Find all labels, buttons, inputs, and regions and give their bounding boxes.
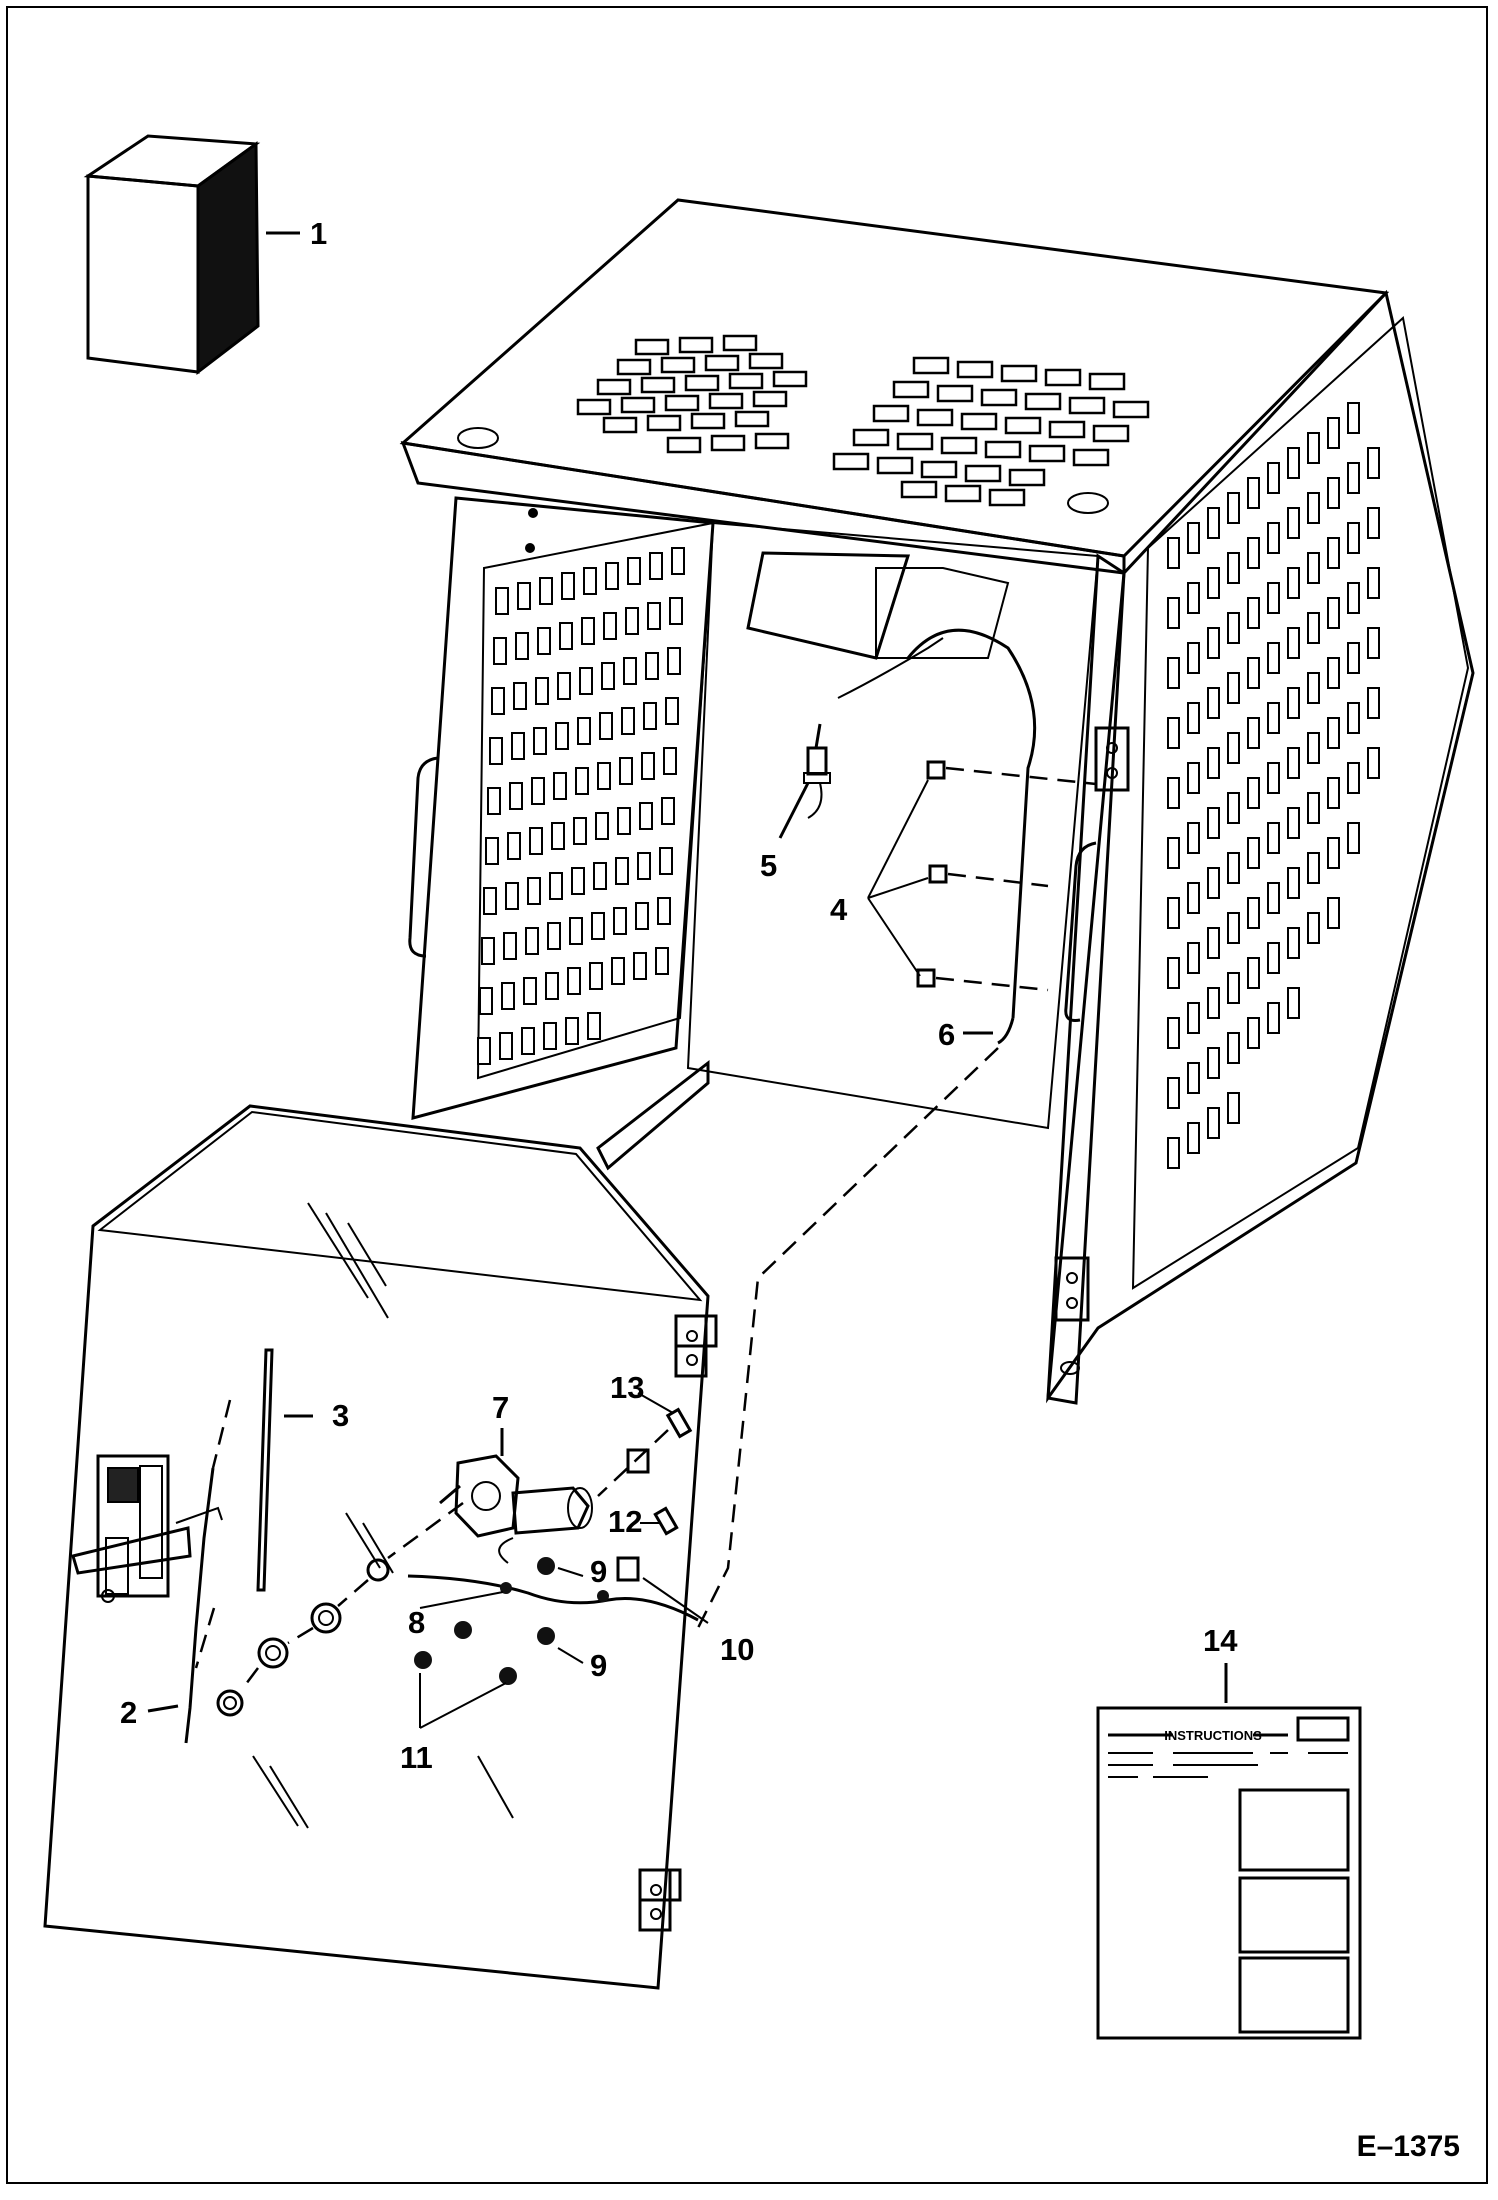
wiper-motor-part — [439, 1454, 593, 1538]
instruction-sheet-part: INSTRUCTIONS — [1096, 1706, 1362, 2040]
cab-part — [399, 198, 1475, 1405]
callout-13: 13 — [610, 1370, 644, 1405]
callout-11: 11 — [400, 1740, 433, 1775]
callout-9-upper: 9 — [590, 1554, 607, 1589]
callout-3: 3 — [332, 1398, 349, 1433]
instruction-sheet-heading: INSTRUCTIONS — [1164, 1728, 1262, 1743]
wiper-blade-part — [256, 1348, 274, 1592]
door-part — [43, 1104, 718, 1990]
callout-7: 7 — [492, 1390, 509, 1425]
bolt-13-part — [626, 1407, 693, 1474]
harness-and-nuts — [407, 1537, 699, 1685]
kit-box-part — [83, 134, 261, 376]
callout-9-lower: 9 — [590, 1648, 607, 1683]
clips-part — [916, 760, 948, 988]
wiper-arm-part — [175, 1467, 223, 1744]
callout-10: 10 — [720, 1632, 754, 1667]
shaft-hardware — [216, 1558, 390, 1717]
callout-12: 12 — [608, 1504, 642, 1539]
callout-6: 6 — [938, 1017, 955, 1052]
callout-4: 4 — [830, 892, 848, 927]
callout-2: 2 — [120, 1695, 137, 1730]
callout-14: 14 — [1203, 1623, 1238, 1658]
switch-part — [803, 723, 831, 819]
exploded-view-drawing: 1 — [43, 134, 1475, 2040]
callout-1: 1 — [310, 216, 327, 251]
figure-id-label: E–1375 — [1356, 2130, 1460, 2163]
parts-diagram-page: 1 — [6, 6, 1488, 2184]
bolt-12-part — [616, 1506, 679, 1582]
callout-5: 5 — [760, 848, 777, 883]
callout-8: 8 — [408, 1605, 425, 1640]
